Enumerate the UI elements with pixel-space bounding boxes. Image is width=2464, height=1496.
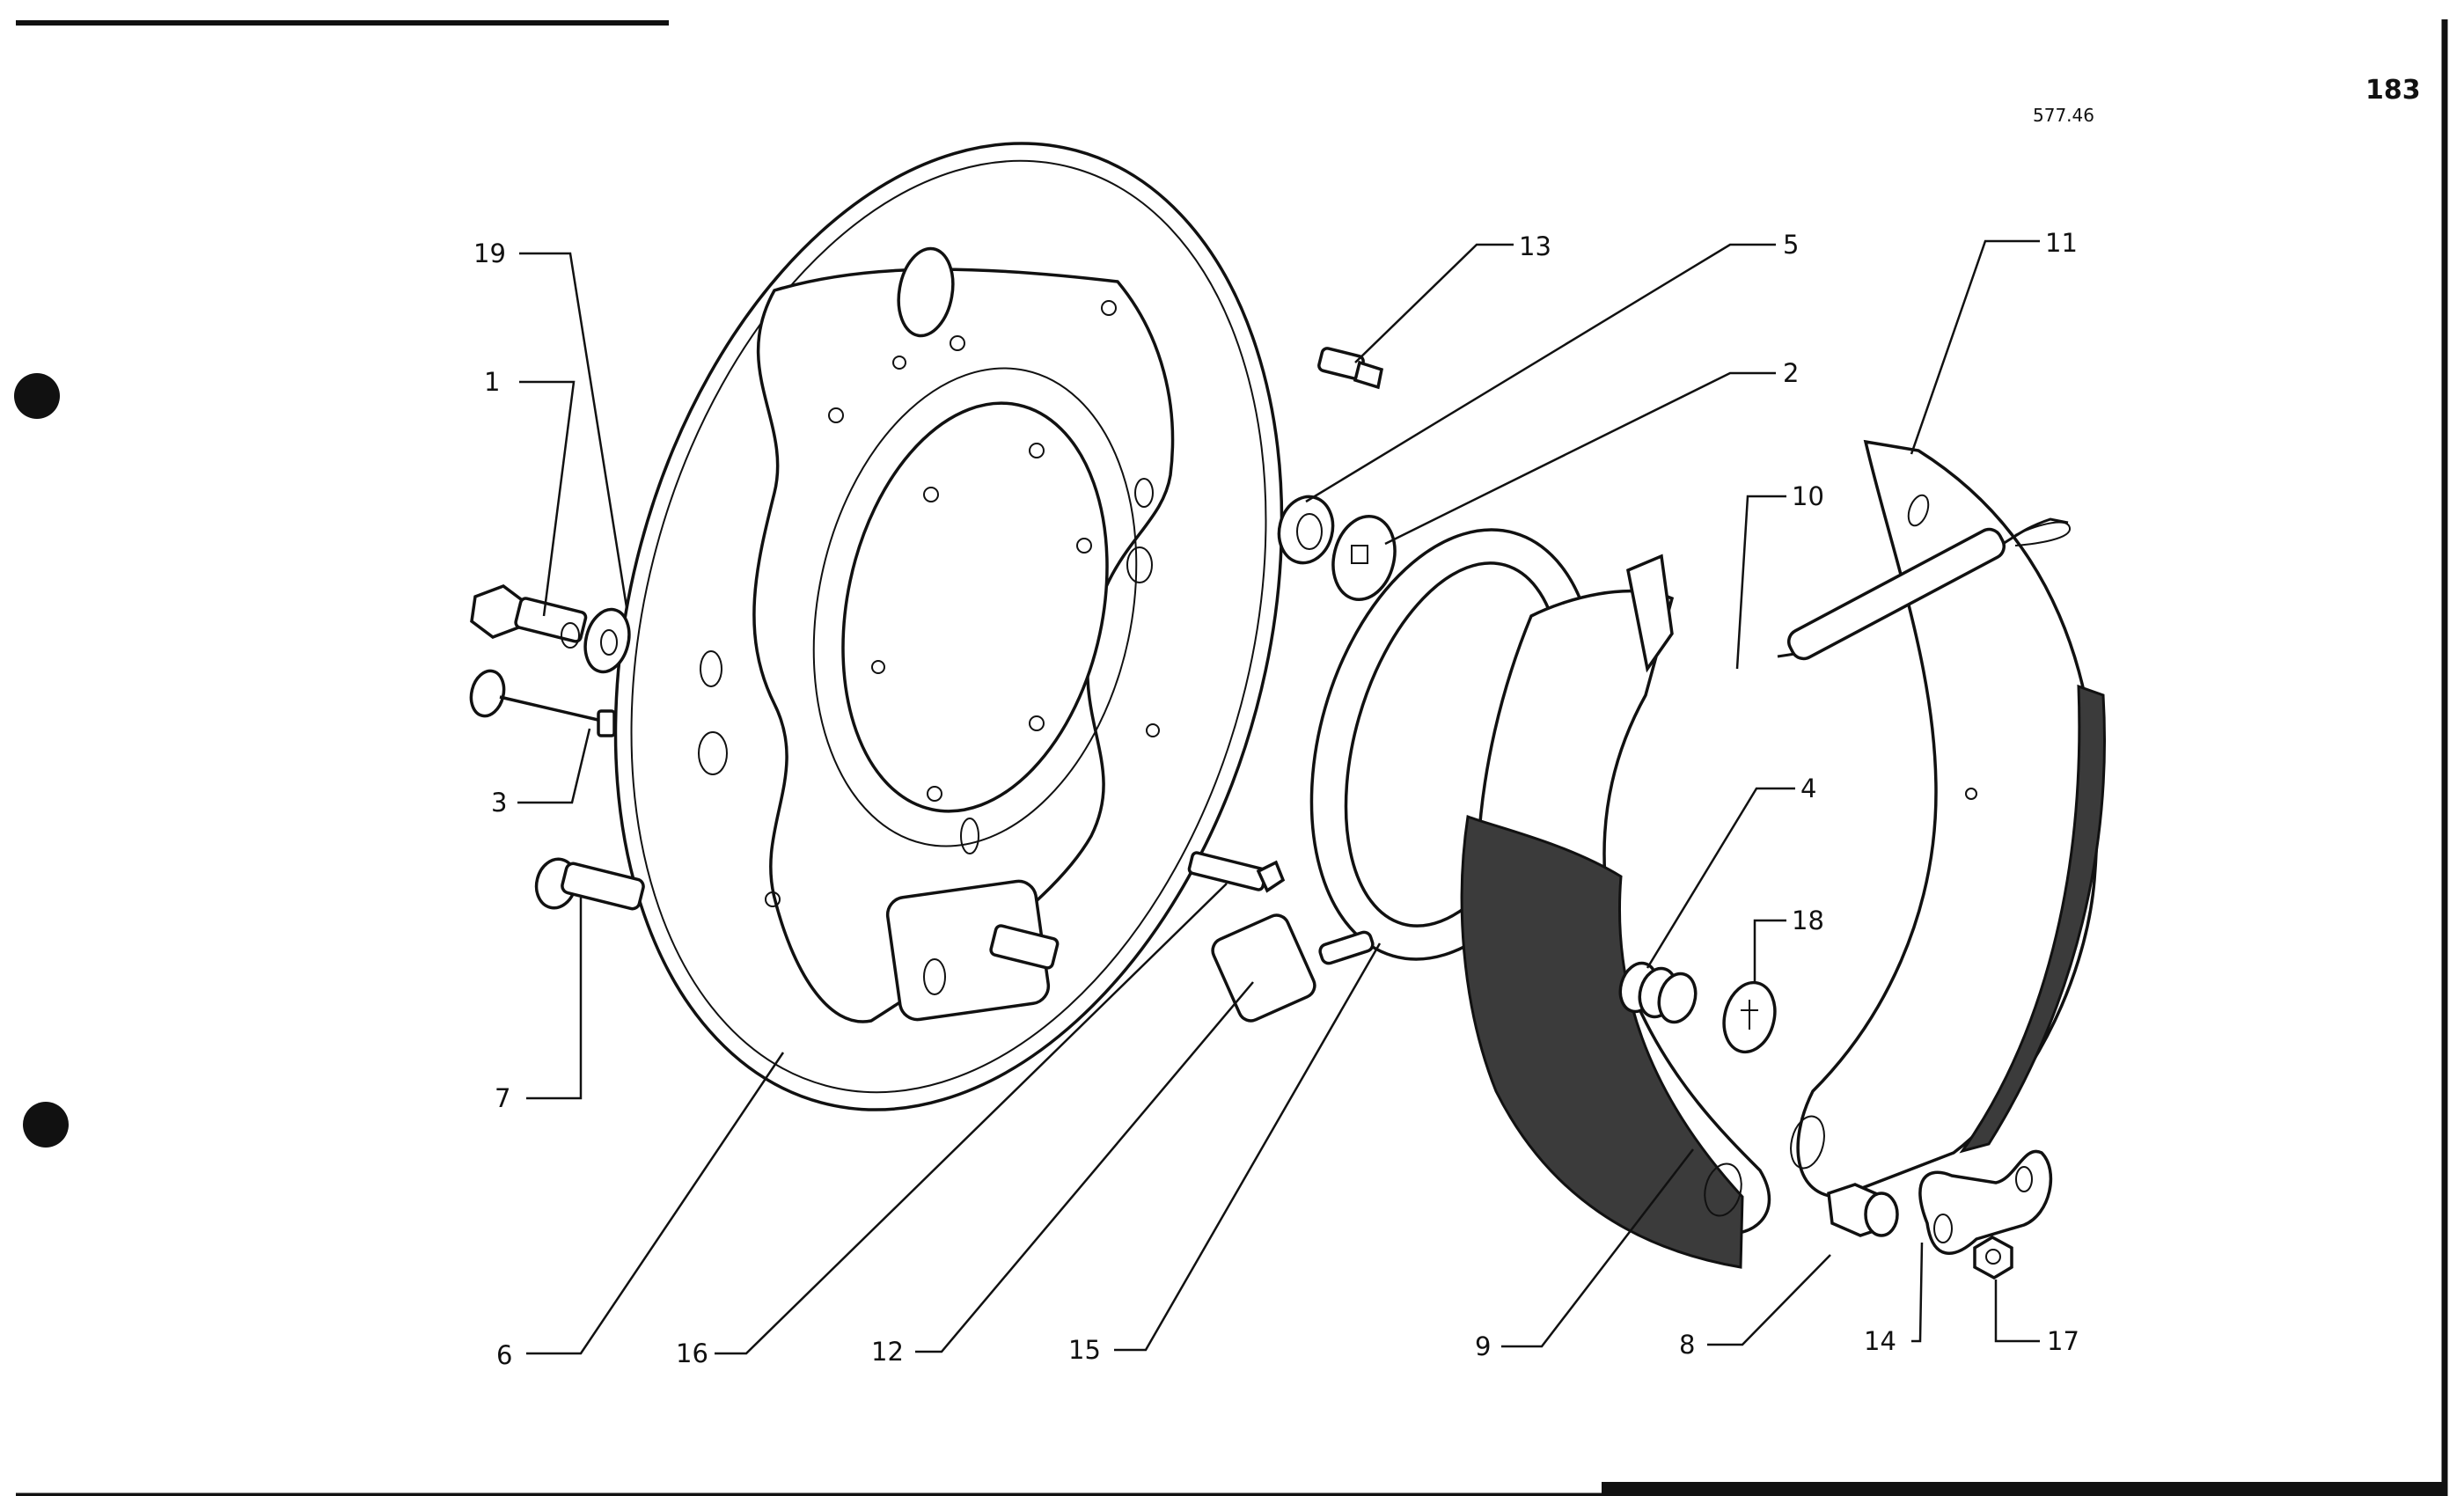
leader-19 <box>519 252 628 608</box>
backing-plate <box>613 142 1284 1111</box>
stud-screw <box>1187 851 1286 893</box>
leader-15 <box>1114 942 1382 1352</box>
leader-7 <box>526 898 583 1100</box>
callout-19: 19 <box>473 238 506 268</box>
binder-hole-bottom <box>23 1102 69 1148</box>
callout-7: 7 <box>495 1083 510 1113</box>
leader-11 <box>1910 239 2040 455</box>
callout-14: 14 <box>1864 1326 1896 1356</box>
retaining-cup <box>1722 980 1777 1054</box>
reference-code: 577.46 <box>2033 105 2094 126</box>
leader-2 <box>1384 371 1776 546</box>
callout-10: 10 <box>1792 481 1824 511</box>
stud-on-plate <box>989 924 1060 970</box>
bleed-nipple <box>1317 347 1384 390</box>
leader-16 <box>715 883 1228 1355</box>
callout-3: 3 <box>491 788 507 818</box>
anti-rattle-spring <box>1618 961 1698 1024</box>
cam-washer <box>1331 514 1397 602</box>
return-spring <box>1777 517 2071 661</box>
hex-nut-large <box>1827 1183 1899 1237</box>
hex-bolt <box>470 584 588 649</box>
leader-17 <box>1994 1280 2040 1343</box>
link-plate <box>1918 1149 2053 1255</box>
bottom-rule-bold <box>1602 1482 2445 1494</box>
leader-3 <box>517 728 591 804</box>
leader-14 <box>1911 1242 1924 1343</box>
callout-16: 16 <box>676 1338 708 1368</box>
brake-shoe-front <box>1460 554 1771 1269</box>
callout-12: 12 <box>871 1337 904 1367</box>
callout-17: 17 <box>2047 1326 2079 1356</box>
callout-6: 6 <box>496 1340 512 1370</box>
callout-11: 11 <box>2045 228 2078 258</box>
callout-labels: 19 1 3 7 6 16 12 15 9 8 14 17 13 5 2 11 … <box>473 228 2079 1370</box>
leader-1 <box>519 380 576 617</box>
callout-15: 15 <box>1068 1335 1101 1365</box>
pin <box>469 669 616 737</box>
callout-9: 9 <box>1475 1331 1491 1361</box>
gasket-pad <box>1211 913 1316 1023</box>
leader-13 <box>1354 243 1514 363</box>
page-number: 183 <box>2365 75 2421 106</box>
leader-6 <box>526 1052 785 1355</box>
washer <box>583 607 631 674</box>
leader-9 <box>1501 1148 1694 1348</box>
leader-10 <box>1735 495 1786 670</box>
callout-1: 1 <box>484 367 500 397</box>
shouldered-stud <box>534 857 645 911</box>
hex-nut-small <box>1973 1235 2013 1280</box>
leader-12 <box>915 981 1254 1353</box>
callout-13: 13 <box>1519 231 1551 261</box>
callout-18: 18 <box>1792 906 1824 935</box>
leader-5 <box>1305 243 1776 503</box>
leader-18 <box>1753 919 1786 982</box>
leader-8 <box>1707 1254 1831 1346</box>
callout-2: 2 <box>1783 358 1799 388</box>
leader-4 <box>1646 787 1795 969</box>
callout-8: 8 <box>1679 1330 1695 1360</box>
binder-hole-top <box>14 373 60 419</box>
callout-4: 4 <box>1800 774 1816 803</box>
brake-shoe-rear <box>1790 439 2106 1199</box>
callout-5: 5 <box>1783 230 1799 260</box>
leader-lines <box>517 239 2040 1355</box>
